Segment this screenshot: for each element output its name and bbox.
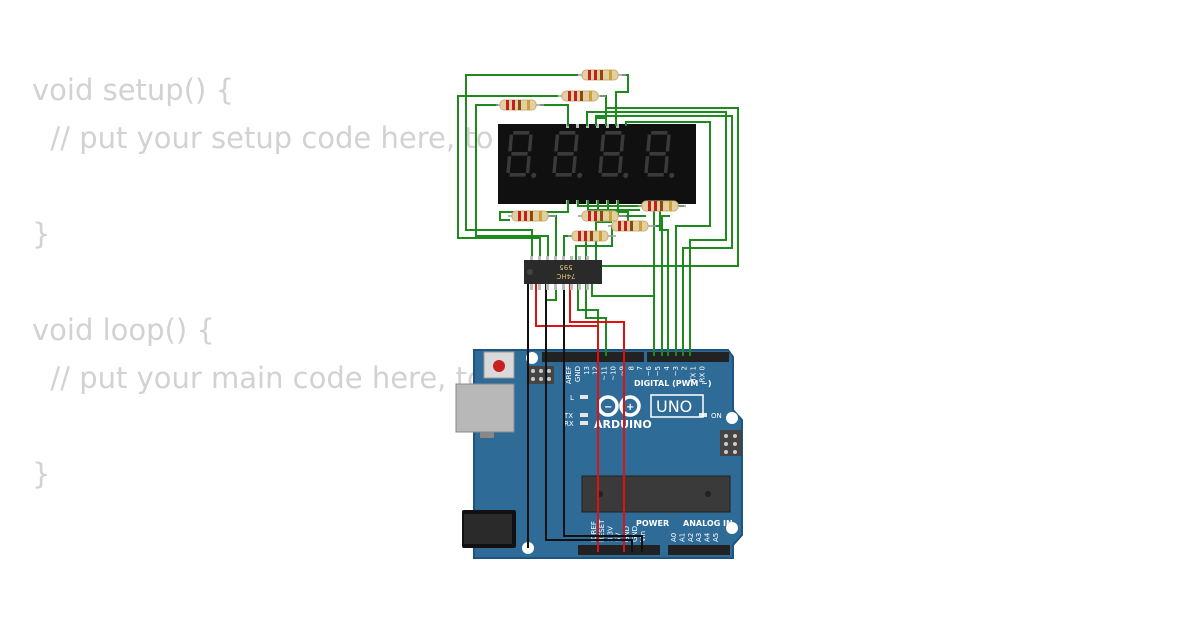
led-tx-icon — [580, 413, 588, 417]
digital-header-right — [647, 352, 729, 362]
resistor[interactable] — [558, 90, 606, 102]
resistor[interactable] — [578, 210, 626, 222]
seven-segment-display[interactable] — [498, 124, 696, 204]
code-line[interactable]: } — [32, 217, 51, 251]
resistor[interactable] — [578, 69, 626, 81]
pin-label: A3 — [695, 533, 703, 542]
model-label: UNO — [656, 397, 692, 416]
chip-pins — [530, 256, 589, 290]
code-line[interactable]: void setup() { — [32, 73, 234, 107]
pin-label: 13 — [583, 366, 591, 375]
pin-label: 4 — [663, 365, 671, 370]
pin-label: 2 — [681, 366, 689, 370]
pin-label: A2 — [687, 533, 695, 542]
pin-label: GND — [623, 526, 631, 542]
black-wires — [527, 284, 643, 552]
pin-label: ~5 — [654, 366, 662, 376]
pin-label: 3.3V — [606, 526, 614, 542]
power-header — [578, 545, 660, 555]
arduino-uno-board[interactable]: − + ARDUINO UNO DIGITAL (PWM ~) POWER AN… — [455, 349, 743, 559]
logo-plus: + — [626, 402, 634, 413]
mount-hole — [726, 522, 738, 534]
pin-label: GND — [574, 366, 582, 382]
pin-label: RX 0 — [699, 366, 707, 382]
pin-label: ~3 — [672, 366, 680, 376]
reset-button-cap[interactable] — [493, 360, 505, 372]
analog-label: ANALOG IN — [683, 519, 733, 528]
brand-label: ARDUINO — [594, 418, 652, 431]
pin-label: TX 1 — [690, 366, 698, 383]
led-rx-label: RX — [564, 420, 574, 428]
chip-label-line1: 74HC — [556, 272, 575, 280]
mount-hole — [726, 412, 738, 424]
pin-label: ~9 — [618, 366, 626, 376]
pin-label: Vin — [639, 531, 647, 542]
resistors — [496, 69, 686, 242]
logo-minus: − — [604, 402, 612, 413]
led-rx-icon — [580, 421, 588, 425]
led-l-label: L — [570, 394, 574, 402]
pin-label: 12 — [592, 366, 600, 375]
pin-label: A5 — [712, 533, 720, 542]
digital-header-left — [542, 352, 644, 362]
pin-label: A0 — [670, 533, 678, 542]
resistor[interactable] — [496, 99, 544, 111]
chip-label-line2: 595 — [559, 263, 572, 271]
resistor[interactable] — [638, 200, 686, 212]
pin-label: 7 — [636, 366, 644, 370]
pin-label: IOREF — [590, 521, 598, 542]
chip-notch — [527, 269, 533, 275]
digital-header-label: DIGITAL (PWM ~) — [634, 379, 712, 388]
pin-label: 8 — [627, 366, 635, 370]
led-l-icon — [580, 395, 588, 399]
pin-label: 5V — [615, 533, 623, 542]
code-line[interactable]: void loop() { — [32, 313, 215, 347]
red-wires — [535, 284, 625, 552]
pin-label: RESET — [598, 519, 606, 542]
pin-label: AREF — [565, 366, 573, 384]
pin-label: A1 — [678, 533, 686, 542]
icsp2-header — [720, 430, 742, 456]
power-label: POWER — [636, 519, 669, 528]
pin-label: ~6 — [645, 365, 653, 376]
usb-port — [455, 383, 515, 433]
pin-label: GND — [631, 526, 639, 542]
led-tx-label: TX — [563, 412, 573, 420]
chip-body — [524, 260, 602, 284]
pin-label: A4 — [704, 532, 712, 542]
uno-badge — [650, 394, 704, 418]
on-label: ON — [711, 412, 722, 420]
analog-header — [668, 545, 730, 555]
code-line[interactable]: } — [32, 457, 51, 491]
shift-register-chip[interactable]: 74HC 595 — [524, 256, 602, 290]
icsp-header — [528, 366, 554, 384]
power-jack-inner — [464, 514, 512, 544]
resistor[interactable] — [608, 220, 656, 232]
resistor[interactable] — [508, 210, 556, 222]
usb-port-tab — [480, 432, 494, 438]
pin-label: ~11 — [601, 366, 609, 381]
resistor[interactable] — [568, 230, 616, 242]
pin-label: ~10 — [610, 366, 618, 381]
